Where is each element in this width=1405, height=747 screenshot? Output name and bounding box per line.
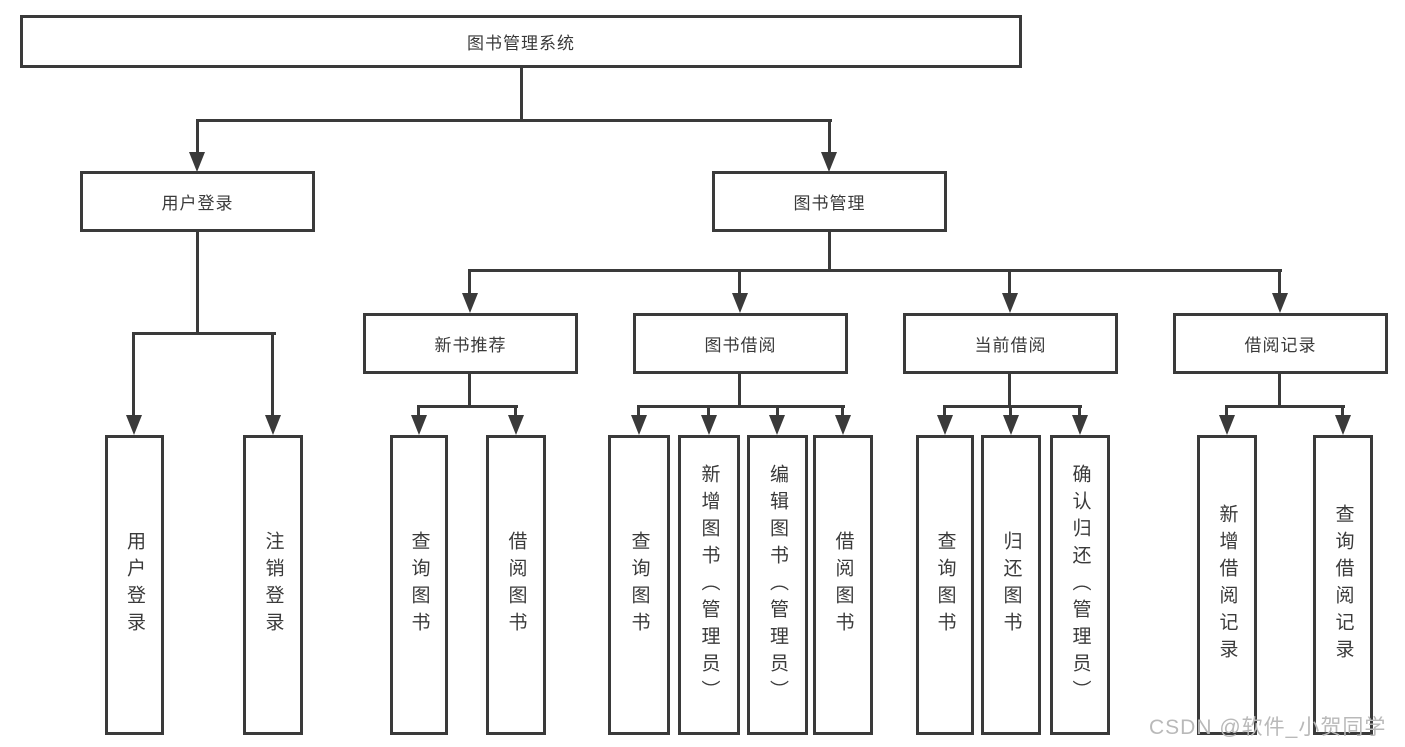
connector-arrow-current-borrow-head bbox=[1002, 293, 1018, 313]
leaf-cb-confirm-return-admin-label: 确认归还（管理员） bbox=[1069, 463, 1091, 707]
node-new-book-recommend-label: 新书推荐 bbox=[434, 336, 507, 355]
leaf-bb-borrow-books-label: 借阅图书 bbox=[832, 531, 854, 639]
leaf-logout-label: 注销登录 bbox=[262, 531, 284, 639]
connector-arrow-leaf-user-login-line bbox=[132, 332, 135, 417]
connector-arrow-book-management-head bbox=[821, 152, 837, 172]
connector-arrow-cb-return-head bbox=[1003, 415, 1019, 435]
node-user-login-label: 用户登录 bbox=[161, 194, 234, 213]
leaf-nb-borrow-books-label: 借阅图书 bbox=[505, 531, 527, 639]
leaf-bb-query-books: 查询图书 bbox=[608, 435, 670, 735]
connector-arrow-current-borrow-line bbox=[1008, 269, 1011, 295]
leaf-nb-borrow-books: 借阅图书 bbox=[486, 435, 546, 735]
connector-arrow-bb-query-head bbox=[631, 415, 647, 435]
csdn-watermark: CSDN @软件_小贺同学 bbox=[1149, 716, 1387, 739]
connector-arrow-br-add-line bbox=[1225, 405, 1228, 418]
connector-arrow-new-book-recommend-line bbox=[468, 269, 471, 295]
connector-book-management-rail bbox=[468, 269, 1282, 272]
connector-arrow-bb-add-line bbox=[707, 405, 710, 418]
leaf-bb-borrow-books: 借阅图书 bbox=[813, 435, 873, 735]
leaf-nb-query-books-label: 查询图书 bbox=[408, 531, 430, 639]
leaf-bb-add-books-admin: 新增图书（管理员） bbox=[678, 435, 740, 735]
connector-arrow-cb-confirm-head bbox=[1072, 415, 1088, 435]
node-root-label: 图书管理系统 bbox=[467, 34, 575, 53]
connector-borrow-records-rail bbox=[1225, 405, 1345, 408]
connector-user-login-stem bbox=[196, 232, 199, 334]
node-borrow-records-label: 借阅记录 bbox=[1244, 336, 1317, 355]
node-book-management-label: 图书管理 bbox=[793, 194, 866, 213]
node-current-borrow: 当前借阅 bbox=[903, 313, 1118, 374]
node-book-management: 图书管理 bbox=[712, 171, 947, 232]
connector-arrow-user-login-line bbox=[196, 119, 199, 154]
connector-book-management-stem bbox=[828, 232, 831, 272]
connector-arrow-nb-borrow-head bbox=[508, 415, 524, 435]
connector-arrow-user-login-head bbox=[189, 152, 205, 172]
connector-arrow-book-borrow-head bbox=[732, 293, 748, 313]
leaf-bb-edit-books-admin-label: 编辑图书（管理员） bbox=[767, 463, 788, 707]
leaf-br-add-record: 新增借阅记录 bbox=[1197, 435, 1257, 735]
leaf-bb-query-books-label: 查询图书 bbox=[628, 531, 650, 639]
connector-borrow-records-stem bbox=[1278, 374, 1281, 408]
connector-arrow-cb-query-head bbox=[937, 415, 953, 435]
leaf-cb-return-books: 归还图书 bbox=[981, 435, 1041, 735]
connector-arrow-new-book-recommend-head bbox=[462, 293, 478, 313]
node-book-borrow: 图书借阅 bbox=[633, 313, 848, 374]
connector-arrow-bb-query-line bbox=[637, 405, 640, 418]
leaf-cb-query-books-label: 查询图书 bbox=[934, 531, 956, 639]
leaf-user-login: 用户登录 bbox=[105, 435, 164, 735]
connector-arrow-leaf-user-login-head bbox=[126, 415, 142, 435]
leaf-bb-add-books-admin-label: 新增图书（管理员） bbox=[698, 463, 720, 707]
connector-arrow-nb-query-head bbox=[411, 415, 427, 435]
leaf-cb-query-books: 查询图书 bbox=[916, 435, 974, 735]
connector-new-book-recommend-stem bbox=[468, 374, 471, 408]
connector-arrow-cb-confirm-line bbox=[1078, 405, 1081, 418]
node-book-borrow-label: 图书借阅 bbox=[704, 336, 777, 355]
connector-arrow-bb-edit-line bbox=[776, 405, 779, 418]
leaf-br-add-record-label: 新增借阅记录 bbox=[1216, 504, 1238, 666]
connector-arrow-nb-query-line bbox=[417, 405, 420, 418]
connector-arrow-leaf-logout-head bbox=[265, 415, 281, 435]
leaf-user-login-label: 用户登录 bbox=[124, 531, 145, 639]
node-borrow-records: 借阅记录 bbox=[1173, 313, 1388, 374]
connector-user-login-rail bbox=[132, 332, 276, 335]
leaf-br-query-record-label: 查询借阅记录 bbox=[1332, 504, 1354, 666]
connector-new-book-recommend-rail bbox=[417, 405, 518, 408]
leaf-cb-return-books-label: 归还图书 bbox=[1000, 531, 1022, 639]
leaf-bb-edit-books-admin: 编辑图书（管理员） bbox=[747, 435, 808, 735]
connector-arrow-bb-add-head bbox=[701, 415, 717, 435]
connector-root-rail bbox=[196, 119, 832, 122]
connector-arrow-book-management-line bbox=[828, 119, 831, 154]
connector-arrow-bb-borrow-head bbox=[835, 415, 851, 435]
leaf-nb-query-books: 查询图书 bbox=[390, 435, 448, 735]
node-current-borrow-label: 当前借阅 bbox=[974, 336, 1047, 355]
connector-arrow-cb-query-line bbox=[943, 405, 946, 418]
connector-arrow-br-add-head bbox=[1219, 415, 1235, 435]
connector-arrow-borrow-records-line bbox=[1278, 269, 1281, 295]
connector-arrow-bb-edit-head bbox=[769, 415, 785, 435]
node-user-login: 用户登录 bbox=[80, 171, 315, 232]
connector-arrow-bb-borrow-line bbox=[841, 405, 844, 418]
connector-arrow-nb-borrow-line bbox=[514, 405, 517, 418]
connector-arrow-borrow-records-head bbox=[1272, 293, 1288, 313]
connector-arrow-br-query-line bbox=[1341, 405, 1344, 418]
connector-current-borrow-rail bbox=[943, 405, 1082, 408]
leaf-cb-confirm-return-admin: 确认归还（管理员） bbox=[1050, 435, 1110, 735]
leaf-logout: 注销登录 bbox=[243, 435, 303, 735]
connector-arrow-book-borrow-line bbox=[738, 269, 741, 295]
connector-root-stem bbox=[520, 68, 523, 122]
connector-book-borrow-rail bbox=[637, 405, 845, 408]
node-new-book-recommend: 新书推荐 bbox=[363, 313, 578, 374]
connector-arrow-leaf-logout-line bbox=[271, 332, 274, 417]
connector-arrow-br-query-head bbox=[1335, 415, 1351, 435]
node-root: 图书管理系统 bbox=[20, 15, 1022, 68]
connector-arrow-cb-return-line bbox=[1009, 405, 1012, 418]
leaf-br-query-record: 查询借阅记录 bbox=[1313, 435, 1373, 735]
connector-current-borrow-stem bbox=[1008, 374, 1011, 408]
connector-book-borrow-stem bbox=[738, 374, 741, 408]
